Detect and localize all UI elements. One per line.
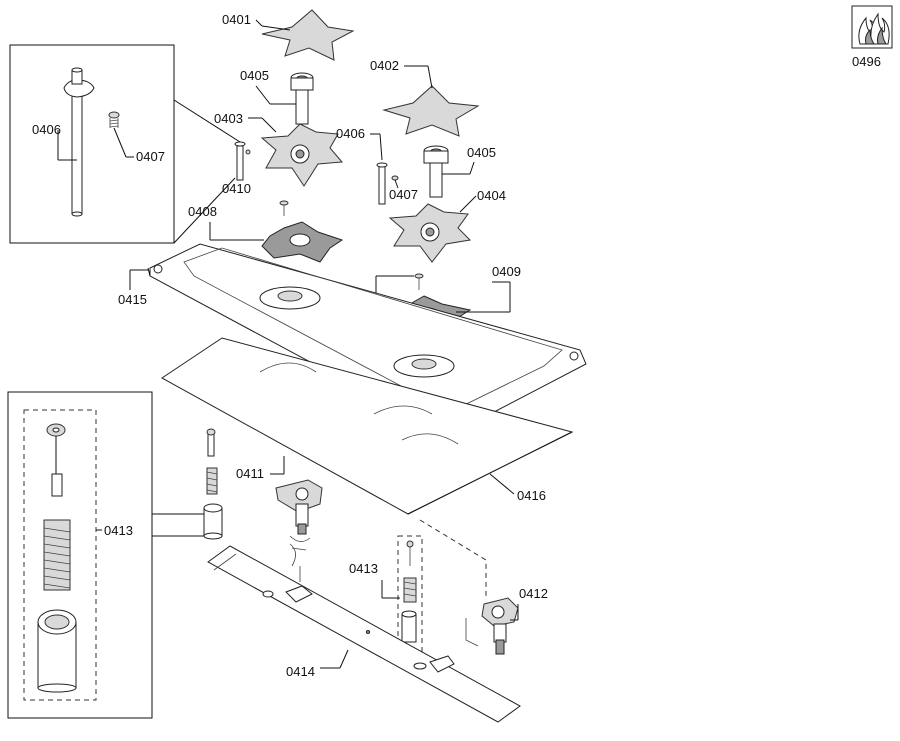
gas-manifold-bar: 0414 [207,543,521,723]
burner-head-left: 0403 [214,111,344,187]
label-0408: 0408 [188,204,217,219]
label-0405-right: 0405 [467,145,496,160]
burner-bowl-left: 0408 [188,204,344,263]
label-0413-right: 0413 [349,561,378,576]
label-0406-right: 0406 [336,126,365,141]
injector-left: 0405 [240,68,314,125]
hob-top-plate: 0415 [118,243,587,437]
label-0407-inset: 0407 [136,149,165,164]
label-0411: 0411 [236,466,264,481]
label-0416: 0416 [517,488,546,503]
hob-gasket: 0416 [161,337,574,515]
label-0405-left: 0405 [240,68,269,83]
screw-large [108,111,120,128]
sleeve-small [203,503,223,540]
label-0406-inset: 0406 [32,122,61,137]
label-0409: 0409 [492,264,521,279]
spring-large [43,519,71,591]
detail-inset-thermocouple: 0413 [7,391,208,719]
igniter-rod-small: 0406 0407 [336,126,418,205]
label-0402: 0402 [370,58,399,73]
igniter-rod-large [63,67,95,217]
detail-inset-igniter: 0406 0407 [9,44,241,244]
label-0412: 0412 [519,586,548,601]
label-0414: 0414 [286,664,315,679]
screw-left: 0410 [222,181,289,216]
label-0404: 0404 [477,188,506,203]
label-0403: 0403 [214,111,243,126]
gas-flame-icon: 0496 [851,5,893,69]
label-0415: 0415 [118,292,147,307]
label-0407-right: 0407 [389,187,418,202]
gas-valve-left: 0411 [206,428,323,551]
label-0410-left: 0410 [222,181,251,196]
igniter-rod-left [234,141,251,181]
gas-valve-right: 0412 [419,519,548,655]
label-0401: 0401 [222,12,251,27]
burner-head-right: 0404 [388,188,506,263]
burner-cap-right: 0402 [370,58,480,137]
burner-cap-left: 0401 [222,9,355,61]
label-0413-inset: 0413 [104,523,133,538]
sleeve-large [37,609,77,693]
thermocouple-group-right: 0413 [349,535,423,653]
label-0496: 0496 [852,54,881,69]
injector-right: 0405 [423,145,496,198]
